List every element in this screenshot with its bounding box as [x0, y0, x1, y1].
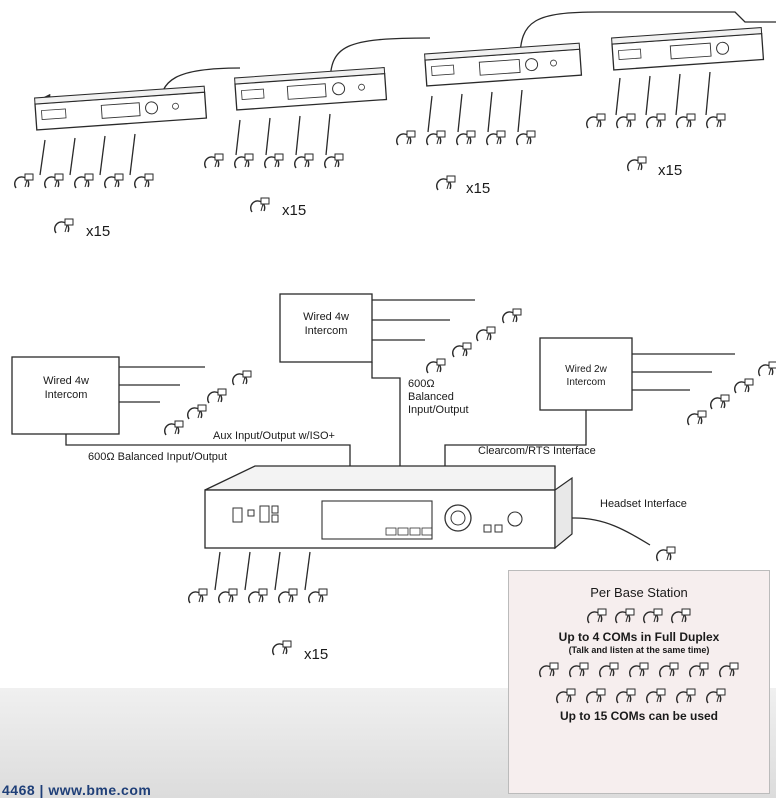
top-headsets-3	[396, 89, 536, 191]
headset-icon	[272, 640, 292, 656]
headset-icon	[54, 218, 74, 234]
multiplier-label-2: x15	[282, 202, 306, 219]
top-headsets-1	[14, 133, 154, 234]
center-connection	[371, 362, 401, 478]
center-intercom-headsets	[372, 299, 522, 374]
multiplier-label-3: x15	[466, 180, 490, 197]
base-multiplier-label: x15	[304, 646, 328, 663]
headset-interface-line	[525, 517, 651, 546]
balanced-left-label: 600Ω Balanced Input/Output	[88, 451, 227, 463]
wired-4w-intercom-center	[279, 293, 373, 363]
clearcom-label: Clearcom/RTS Interface	[478, 445, 596, 457]
beltpack-unit-3	[424, 42, 583, 87]
right-intercom-headsets	[632, 353, 776, 426]
wired-4w-intercom-left	[11, 356, 120, 435]
footer-text: 4468 | www.bme.com	[2, 782, 152, 798]
info-title: Per Base Station	[590, 585, 688, 600]
beltpack-unit-2	[234, 67, 388, 111]
multiplier-label-4: x15	[658, 162, 682, 179]
headset-row-icon	[587, 608, 691, 624]
left-connection	[65, 434, 351, 470]
headset-interface-label: Headset Interface	[600, 498, 687, 510]
beltpack-unit-4	[611, 27, 765, 71]
beltpack-unit-1	[34, 85, 208, 131]
per-base-station-info: Per Base Station Up to 4 COMs in Full Du…	[508, 570, 770, 794]
base-station	[204, 465, 573, 550]
headset-row-icon	[556, 688, 726, 704]
top-headsets-4	[586, 71, 726, 172]
info-max-coms: Up to 15 COMs can be used	[559, 709, 719, 723]
info-full-duplex: Up to 4 COMs in Full Duplex	[558, 630, 720, 644]
base-headsets	[188, 551, 328, 656]
top-headsets-2	[204, 113, 344, 213]
headset-interface-icon	[656, 546, 676, 562]
headset-icon	[436, 175, 456, 191]
wired-2w-intercom	[539, 337, 633, 411]
headset-icon	[250, 197, 270, 213]
headset-icon	[627, 156, 647, 172]
multiplier-label-1: x15	[86, 223, 110, 240]
chain-cable-3	[519, 11, 776, 61]
info-full-duplex-note: (Talk and listen at the same time)	[568, 645, 710, 655]
headset-row-icon	[539, 662, 739, 678]
aux-label: Aux Input/Output w/ISO+	[213, 430, 335, 442]
left-intercom-headsets	[119, 366, 252, 436]
right-connection	[444, 410, 587, 478]
